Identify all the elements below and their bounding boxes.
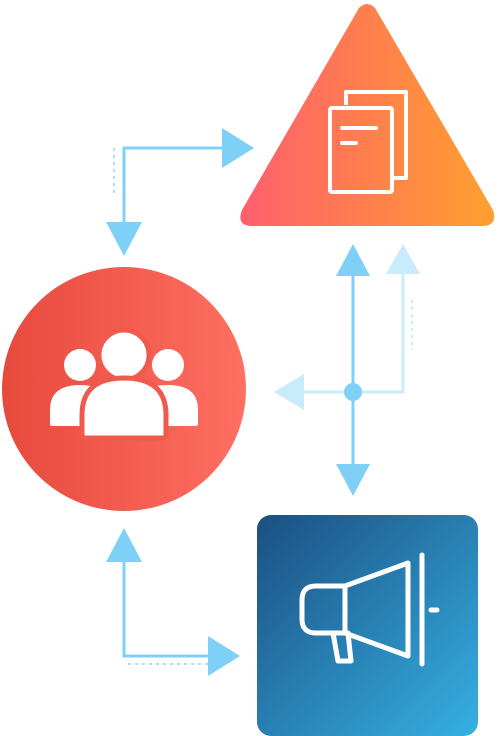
arrow-up-icon bbox=[336, 244, 370, 276]
connector-team-documents bbox=[106, 128, 254, 256]
triangle-shape bbox=[240, 4, 495, 226]
connector-line bbox=[122, 146, 228, 222]
connector-team-announcements bbox=[106, 528, 240, 676]
arrow-up-icon bbox=[106, 528, 142, 562]
megaphone-icon bbox=[299, 552, 440, 667]
arrow-left-icon bbox=[274, 374, 304, 410]
node-documents bbox=[240, 4, 495, 226]
arrow-right-icon bbox=[222, 128, 254, 168]
connector-line bbox=[122, 560, 212, 658]
arrow-down-icon bbox=[336, 464, 370, 496]
node-announcements bbox=[257, 515, 478, 736]
people-group-icon bbox=[50, 327, 198, 441]
arrow-right-icon bbox=[208, 636, 240, 676]
node-team bbox=[2, 267, 246, 511]
documents-icon bbox=[328, 90, 408, 194]
arrow-down-icon bbox=[106, 222, 142, 256]
square-shape bbox=[257, 515, 478, 736]
junction-dot bbox=[344, 383, 362, 401]
connector-documents-announcements bbox=[274, 244, 420, 496]
arrow-up-icon bbox=[386, 244, 420, 274]
connector-line-faded bbox=[300, 268, 405, 394]
